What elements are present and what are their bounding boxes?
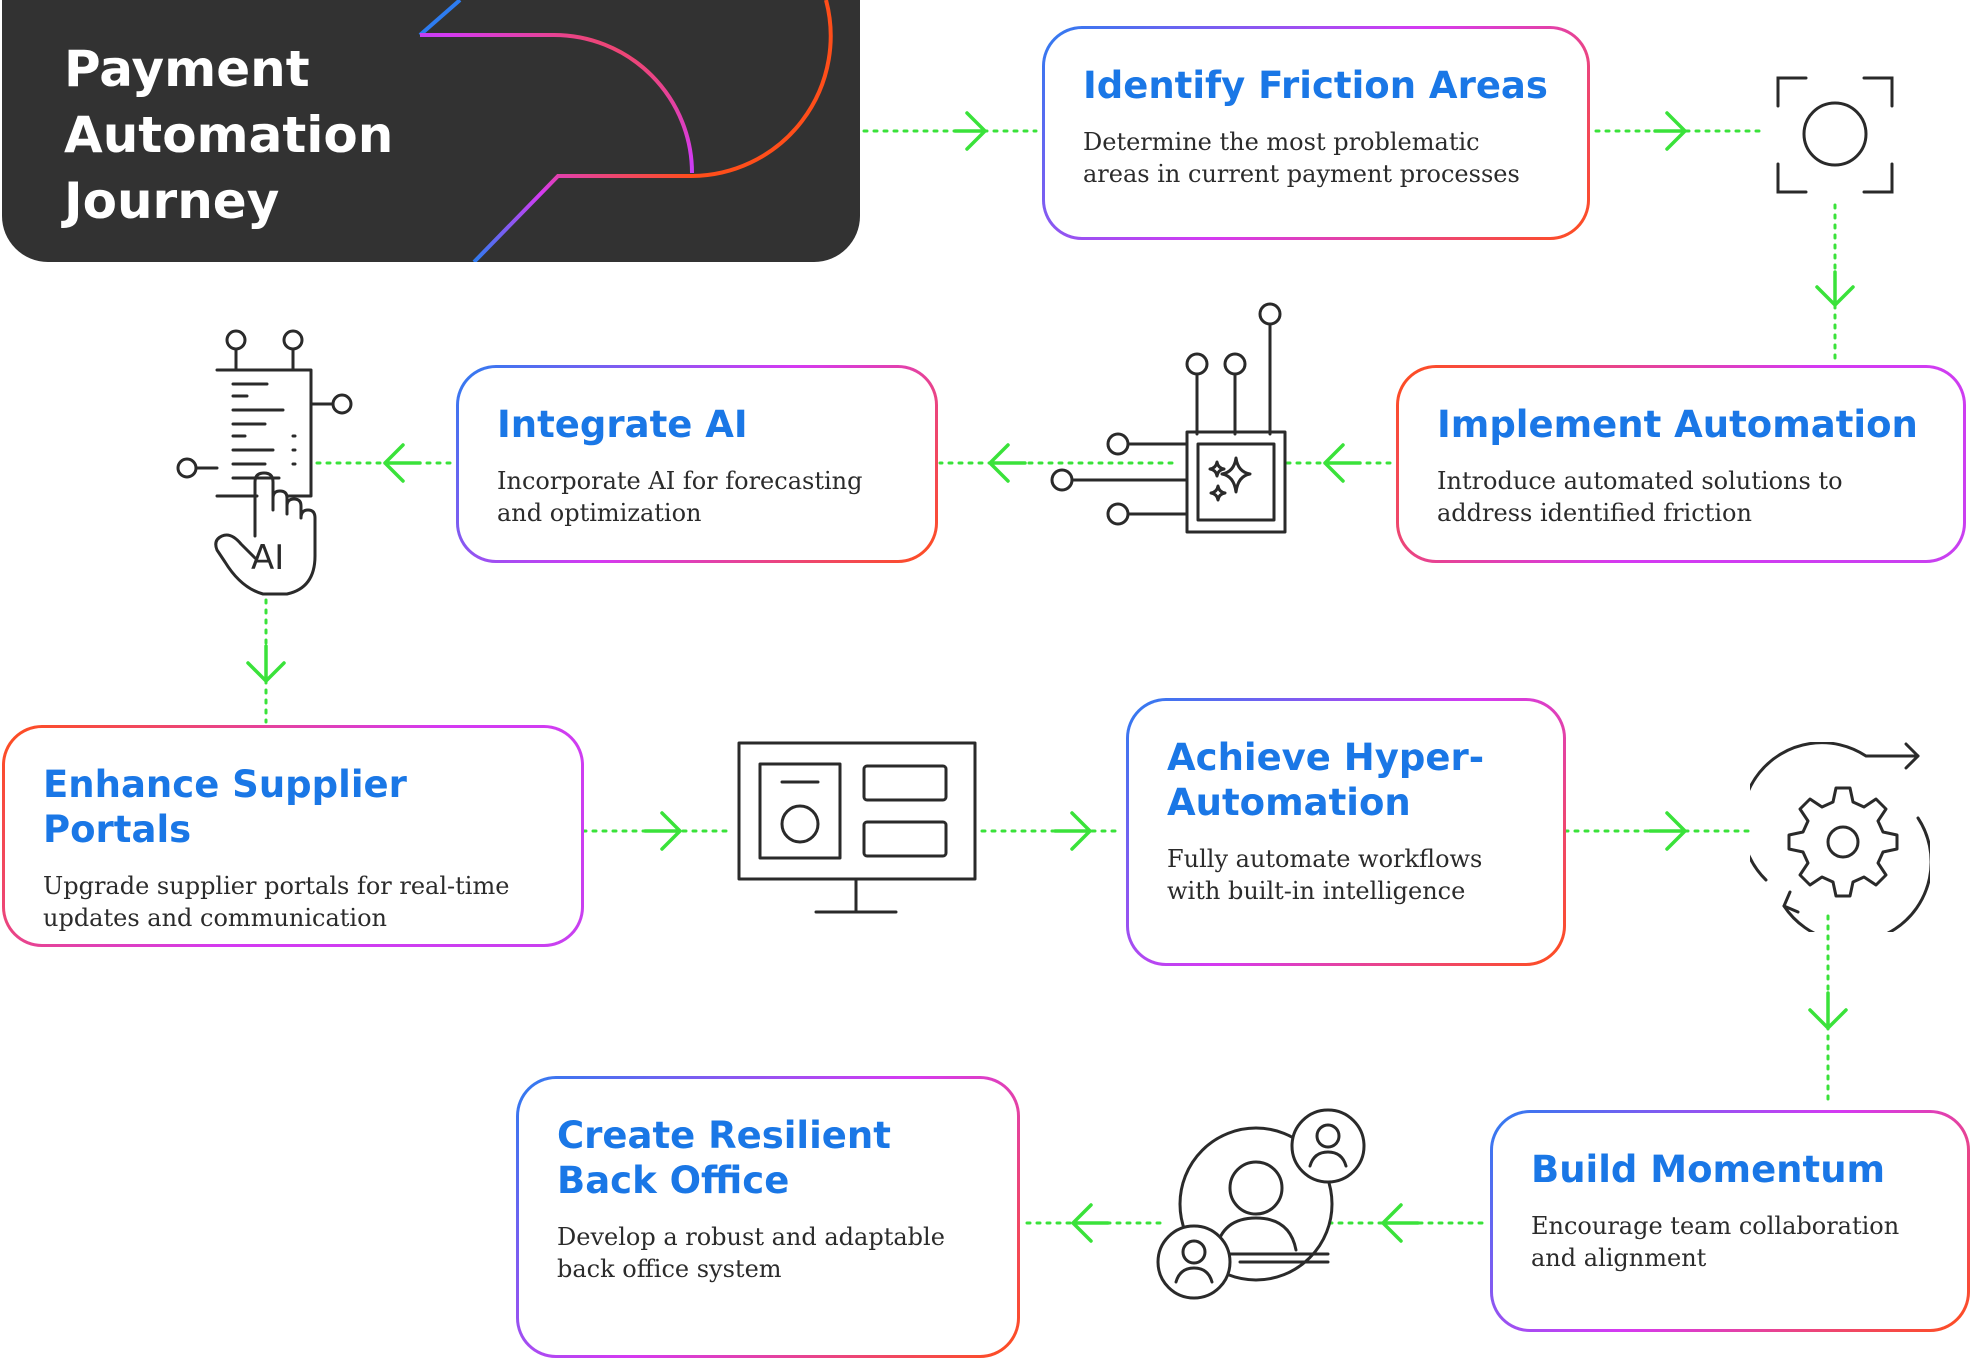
gear-cycle-icon (1750, 742, 1930, 932)
team-network-icon (1150, 1100, 1380, 1310)
step-card-hyper-automation: Achieve Hyper-Automation Fully automate … (1126, 698, 1566, 966)
step-description: Encourage team collaboration and alignme… (1531, 1212, 1900, 1272)
header-banner: Payment Automation Journey (2, 0, 860, 262)
step-title: Build Momentum (1531, 1148, 1886, 1191)
step-card-build-momentum: Build Momentum Encourage team collaborat… (1490, 1110, 1970, 1332)
step-description: Fully automate workflows with built-in i… (1167, 845, 1483, 905)
header-decoration (418, 0, 833, 262)
step-card-identify-friction: Identify Friction Areas Determine the mo… (1042, 26, 1590, 240)
step-card-resilient-back-office: Create Resilient Back Office Develop a r… (516, 1076, 1020, 1358)
ai-touch-document-icon: AI (175, 326, 355, 601)
step-description: Introduce automated solutions to address… (1437, 467, 1843, 527)
step-title: Identify Friction Areas (1083, 64, 1548, 107)
step-description: Incorporate AI for forecasting and optim… (497, 467, 863, 527)
ai-chip-icon (1050, 296, 1290, 546)
step-title: Achieve Hyper-Automation (1167, 736, 1485, 824)
step-title: Integrate AI (497, 403, 748, 446)
step-card-implement-automation: Implement Automation Introduce automated… (1396, 365, 1966, 563)
step-description: Develop a robust and adaptable back offi… (557, 1223, 945, 1283)
step-title: Create Resilient Back Office (557, 1114, 891, 1202)
step-card-integrate-ai: Integrate AI Incorporate AI for forecast… (456, 365, 938, 563)
ai-hand-label: AI (251, 538, 285, 578)
page-title: Payment Automation Journey (64, 40, 394, 230)
step-title: Enhance Supplier Portals (43, 763, 407, 851)
focus-frame-icon (1770, 70, 1900, 200)
step-title: Implement Automation (1437, 403, 1918, 446)
step-card-enhance-supplier-portals: Enhance Supplier Portals Upgrade supplie… (2, 725, 584, 947)
step-description: Upgrade supplier portals for real-time u… (43, 872, 510, 932)
monitor-dashboard-icon (736, 740, 982, 922)
step-description: Determine the most problematic areas in … (1083, 128, 1520, 188)
